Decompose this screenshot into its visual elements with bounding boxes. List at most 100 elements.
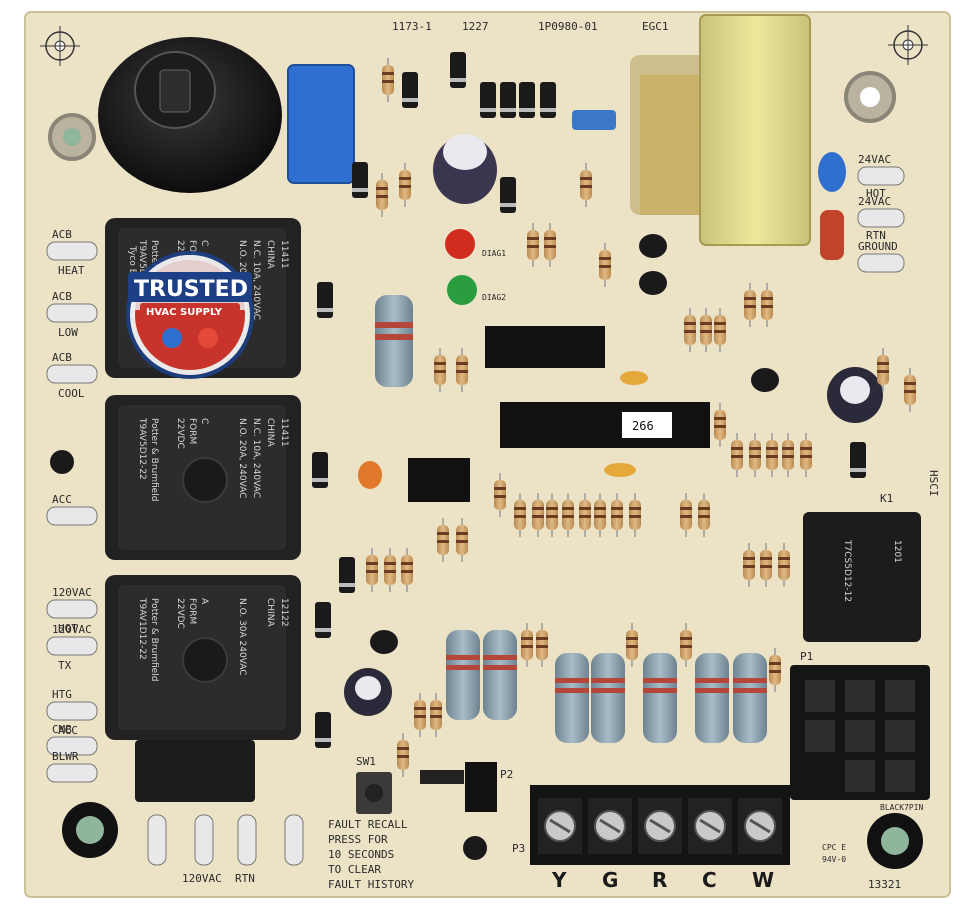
diode-array: [312, 52, 866, 748]
terminal-screw[interactable]: G: [588, 798, 632, 892]
relay-form: FORM: [187, 598, 197, 624]
spade-sublabel: TX: [58, 659, 72, 672]
chip-capacitor: [572, 110, 616, 130]
mounting-hole-top-right: [888, 25, 928, 65]
ceramic-capacitor-c4: [604, 463, 636, 477]
spade-label: BLWR: [52, 750, 79, 763]
connector-p1: [790, 665, 930, 800]
harness-label: BLACK7PIN: [880, 803, 924, 812]
chip-label: 266: [632, 419, 654, 433]
trusted-hvac-supply-logo: TRUSTED HVAC SUPPLY: [126, 251, 254, 379]
terminal-label: R: [652, 868, 667, 892]
badge-line1: TRUSTED: [134, 277, 248, 302]
small-relay-model: T7CS5D12-12: [842, 539, 852, 602]
spade-label: ACB: [52, 351, 72, 364]
k1-label: K1: [880, 492, 893, 505]
rivet-bottom: [463, 836, 487, 860]
relay-code: 11411: [279, 240, 289, 269]
relay-form-letter: C: [199, 418, 209, 424]
relay-rating2: N.C. 10A, 240VAC: [251, 418, 261, 498]
diag1-label: DIAG1: [482, 249, 506, 258]
relay-form-letter: C: [199, 240, 209, 246]
relay-form: FORM: [187, 418, 197, 444]
terminal-label: C: [702, 868, 717, 892]
spade-sublabel: RTN: [866, 229, 886, 242]
electrolytic-capacitor-c11: [344, 668, 392, 716]
spade-connector-right: 24VAC RTN: [857, 195, 905, 242]
spade-label: ACB: [52, 290, 72, 303]
diag2-label: DIAG2: [482, 293, 506, 302]
relay-voltage: 22VDC: [175, 598, 185, 629]
relay-code: 12122: [279, 598, 289, 627]
resistor-r1: [375, 295, 413, 387]
terminal-label: G: [602, 868, 618, 892]
transistor-q1: [639, 234, 667, 258]
relay-model: T9AV5D12-22: [137, 239, 147, 302]
spade-sublabel: HEAT: [58, 264, 85, 277]
transistor-q4: [370, 630, 398, 654]
spade-label: ACB: [52, 228, 72, 241]
terminal-screw[interactable]: C: [688, 798, 732, 892]
spade-sublabel: HOT: [866, 187, 886, 200]
badge-line2: HVAC SUPPLY: [146, 307, 223, 318]
relay-k1: T7CS5D12-12 1201: [803, 512, 921, 642]
relay-maker: Potter & Brumfield: [149, 418, 159, 501]
spade-label: 120VAC: [52, 586, 92, 599]
hsci-label: HSCI: [927, 470, 940, 497]
spade-label: ACC: [52, 493, 72, 506]
terminal-screw[interactable]: R: [638, 798, 682, 892]
header-codes: 1173-1 1227 1P0980-01 EGC1: [392, 20, 669, 33]
electrolytic-capacitor-c10: [827, 367, 883, 423]
terminal-label: Y: [551, 868, 567, 892]
bottom-spade-label: 120VAC RTN: [182, 872, 255, 885]
board-rating: 94V-0: [822, 855, 846, 864]
ic-u2: [485, 326, 605, 368]
diag-led-red: [445, 229, 475, 259]
spade-label: 24VAC: [858, 195, 891, 208]
diag-led-green: [447, 275, 477, 305]
cpc-code: CPC E: [822, 843, 846, 852]
power-resistor-array: [446, 630, 767, 743]
spade-sublabel: COOL: [58, 387, 85, 400]
terminal-label: W: [752, 868, 774, 892]
ceramic-capacitor-blue: [818, 152, 846, 192]
spade-connector-right: GROUND: [857, 240, 905, 273]
svg-text:FAULT HISTORY: FAULT HISTORY: [328, 878, 414, 891]
relay-k3-base: [135, 740, 255, 802]
terminal-screw[interactable]: Y: [538, 798, 582, 892]
relay-code: 11411: [279, 418, 289, 447]
ceramic-capacitor-c3: [620, 371, 648, 385]
spade-label: CMB: [52, 723, 72, 736]
relay-k4: [105, 395, 301, 560]
svg-text:FAULT RECALL: FAULT RECALL: [328, 818, 408, 831]
relay-origin: CHINA: [265, 240, 275, 269]
spade-label: 120VAC: [52, 623, 92, 636]
spade-connector-left: 120VAC TX: [46, 623, 98, 672]
pressure-fitting: [98, 37, 282, 193]
spade-label: HTG: [52, 688, 72, 701]
spade-label: GROUND: [858, 240, 898, 253]
spade-connector-left: CMB: [46, 723, 98, 756]
transformer: [630, 14, 811, 246]
spade-connector-left: BLWR: [46, 750, 98, 783]
fault-recall-switch[interactable]: [356, 772, 392, 814]
jumper-p2: [465, 762, 497, 812]
transistor-q5: [751, 368, 779, 392]
relay-form-letter: A: [199, 598, 209, 605]
header-code: EGC1: [642, 20, 669, 33]
p3-label: P3: [512, 842, 525, 855]
p1-label: P1: [800, 650, 813, 663]
rivet-left: [50, 450, 74, 474]
serial-code: 13321: [868, 878, 901, 891]
relay-model: T9AV1D12-22: [137, 597, 147, 660]
relay-rating1: N.O. 20A, 240VAC: [237, 418, 247, 498]
bottom-spades: [147, 814, 304, 866]
spade-sublabel: LOW: [58, 326, 78, 339]
header-code: 1P0980-01: [538, 20, 598, 33]
spade-sublabel: HOT: [58, 622, 78, 635]
terminal-screw[interactable]: W: [738, 798, 782, 892]
relay-voltage: 22VDC: [175, 418, 185, 449]
